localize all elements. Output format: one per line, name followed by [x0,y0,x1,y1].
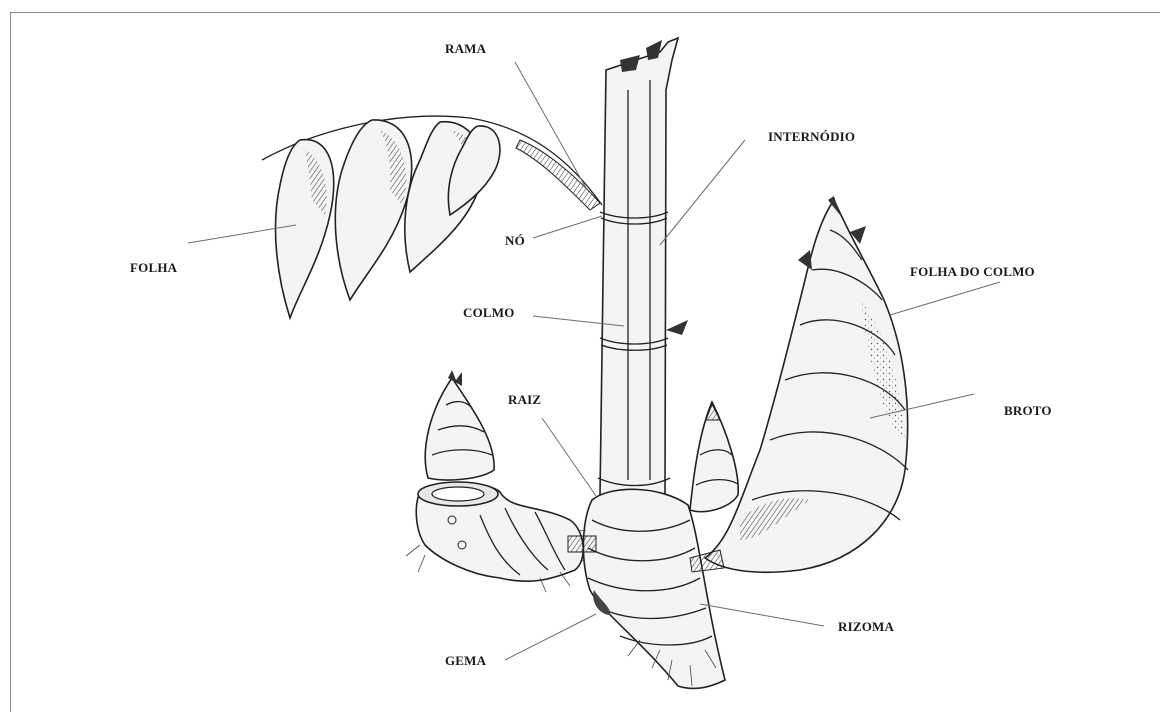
leader-no [533,216,602,238]
label-no: NÓ [505,233,525,248]
leader-internodio [660,140,745,245]
leader-rizoma [700,604,824,626]
left-rhizome-segment [406,370,596,592]
label-folha-do-colmo: FOLHA DO COLMO [910,264,1035,279]
label-rama: RAMA [445,41,487,56]
culm [598,38,688,495]
label-folha: FOLHA [130,260,178,275]
label-broto: BROTO [1004,403,1052,418]
leader-raiz [542,418,596,496]
label-internodio: INTERNÓDIO [768,129,855,144]
branch-with-leaves [262,116,602,318]
label-raiz: RAIZ [508,392,541,407]
label-rizoma: RIZOMA [838,619,895,634]
large-shoot [690,196,908,572]
label-gema: GEMA [445,653,487,668]
label-colmo: COLMO [463,305,515,320]
rhizome [570,489,725,688]
small-bud [690,402,738,512]
leader-gema [505,614,596,660]
leader-folha-do-colmo [890,282,1000,315]
